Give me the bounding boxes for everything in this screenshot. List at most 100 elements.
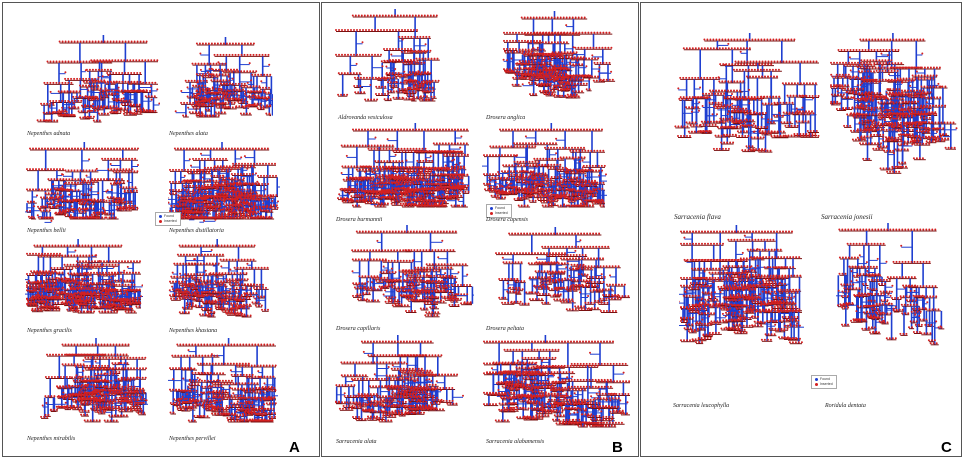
tree-node bbox=[230, 213, 233, 216]
tree-node bbox=[105, 199, 108, 202]
tree-node bbox=[120, 89, 123, 92]
tree-node bbox=[70, 286, 72, 289]
tree-node bbox=[214, 182, 217, 185]
tree-node bbox=[57, 90, 60, 93]
tree-node bbox=[139, 260, 141, 263]
tree-node bbox=[99, 273, 102, 276]
tree-node bbox=[195, 73, 198, 76]
tree-node bbox=[220, 186, 223, 189]
tree-node bbox=[84, 244, 87, 247]
tree-node bbox=[254, 73, 257, 76]
tree-node bbox=[259, 102, 262, 105]
tree-node bbox=[236, 178, 239, 181]
tree-node bbox=[120, 97, 123, 100]
tree-node bbox=[42, 303, 45, 306]
tree-node bbox=[114, 263, 117, 266]
tree-node bbox=[189, 184, 192, 187]
tree-node bbox=[203, 203, 206, 206]
tree-node bbox=[77, 147, 79, 150]
tree-node bbox=[251, 94, 254, 97]
tree-node bbox=[243, 188, 246, 191]
tree-node bbox=[182, 200, 185, 203]
tree-node bbox=[182, 207, 184, 210]
tree-node bbox=[127, 170, 130, 173]
tree-node bbox=[108, 299, 111, 302]
tree-node bbox=[135, 104, 138, 107]
tree-node bbox=[114, 273, 117, 276]
tree-node bbox=[53, 192, 56, 195]
tree-node bbox=[83, 281, 86, 284]
tree-node bbox=[237, 97, 240, 100]
tree-node bbox=[63, 280, 66, 283]
tree-node bbox=[41, 301, 44, 303]
tree-node bbox=[219, 197, 222, 200]
tree-node bbox=[223, 89, 226, 92]
tree-node bbox=[240, 214, 243, 217]
tree-node bbox=[102, 97, 105, 100]
tree-node bbox=[214, 114, 217, 117]
tree-node bbox=[206, 195, 209, 198]
tree-node bbox=[58, 295, 61, 298]
tree-node bbox=[77, 284, 80, 287]
tree-node bbox=[234, 86, 237, 89]
tree-node bbox=[61, 188, 64, 191]
tree-node bbox=[120, 103, 123, 105]
tree-node bbox=[26, 168, 28, 171]
tree-node bbox=[180, 90, 183, 92]
tree-node bbox=[76, 40, 79, 43]
tree-node bbox=[222, 53, 225, 56]
tree-node bbox=[196, 196, 199, 199]
tree-node bbox=[58, 297, 61, 300]
tree-node bbox=[223, 186, 226, 189]
tree-node bbox=[29, 297, 31, 300]
tree-node bbox=[46, 295, 49, 298]
tree-node bbox=[132, 89, 135, 92]
tree-node bbox=[78, 263, 81, 266]
tree-node bbox=[83, 291, 86, 294]
tree-node bbox=[119, 206, 122, 209]
tree-node bbox=[82, 273, 85, 276]
tree-node bbox=[201, 87, 204, 90]
tree-node bbox=[246, 214, 249, 217]
tree-node bbox=[93, 244, 96, 247]
tree-node bbox=[31, 309, 33, 312]
tree-node bbox=[63, 113, 66, 116]
tree-node bbox=[266, 147, 269, 150]
tree-node bbox=[57, 279, 60, 282]
tree-node bbox=[194, 100, 197, 103]
tree-node bbox=[71, 189, 74, 192]
tree-node bbox=[125, 204, 128, 207]
tree-node bbox=[237, 100, 240, 103]
tree-node bbox=[52, 60, 55, 63]
tree-node bbox=[70, 81, 73, 84]
tree-node bbox=[43, 81, 46, 84]
tree-node bbox=[71, 208, 74, 211]
tree-node bbox=[126, 189, 129, 192]
tree-node bbox=[59, 147, 61, 150]
tree-node bbox=[103, 79, 106, 82]
tree-node bbox=[178, 168, 180, 171]
tree-node bbox=[217, 91, 220, 94]
tree-node bbox=[265, 162, 267, 165]
tree-node bbox=[198, 113, 201, 115]
tree-node bbox=[235, 201, 238, 204]
tree-node bbox=[219, 53, 222, 56]
tree-node bbox=[191, 203, 194, 206]
tree-node bbox=[139, 81, 142, 84]
tree-node bbox=[221, 212, 224, 215]
tree-node bbox=[232, 88, 235, 91]
tree-node bbox=[267, 216, 270, 219]
tree-node bbox=[168, 201, 170, 204]
tree-node bbox=[260, 80, 263, 83]
tree-node bbox=[129, 286, 132, 288]
tree-node bbox=[47, 293, 50, 296]
tree-node bbox=[103, 178, 105, 181]
tree-node bbox=[187, 180, 189, 183]
tree-node bbox=[110, 307, 113, 310]
tree-node bbox=[53, 290, 56, 292]
tree-node bbox=[115, 105, 118, 108]
tree-node bbox=[61, 287, 64, 290]
tree-node bbox=[234, 82, 237, 85]
tree-node bbox=[123, 189, 126, 192]
tree-node bbox=[198, 42, 201, 45]
